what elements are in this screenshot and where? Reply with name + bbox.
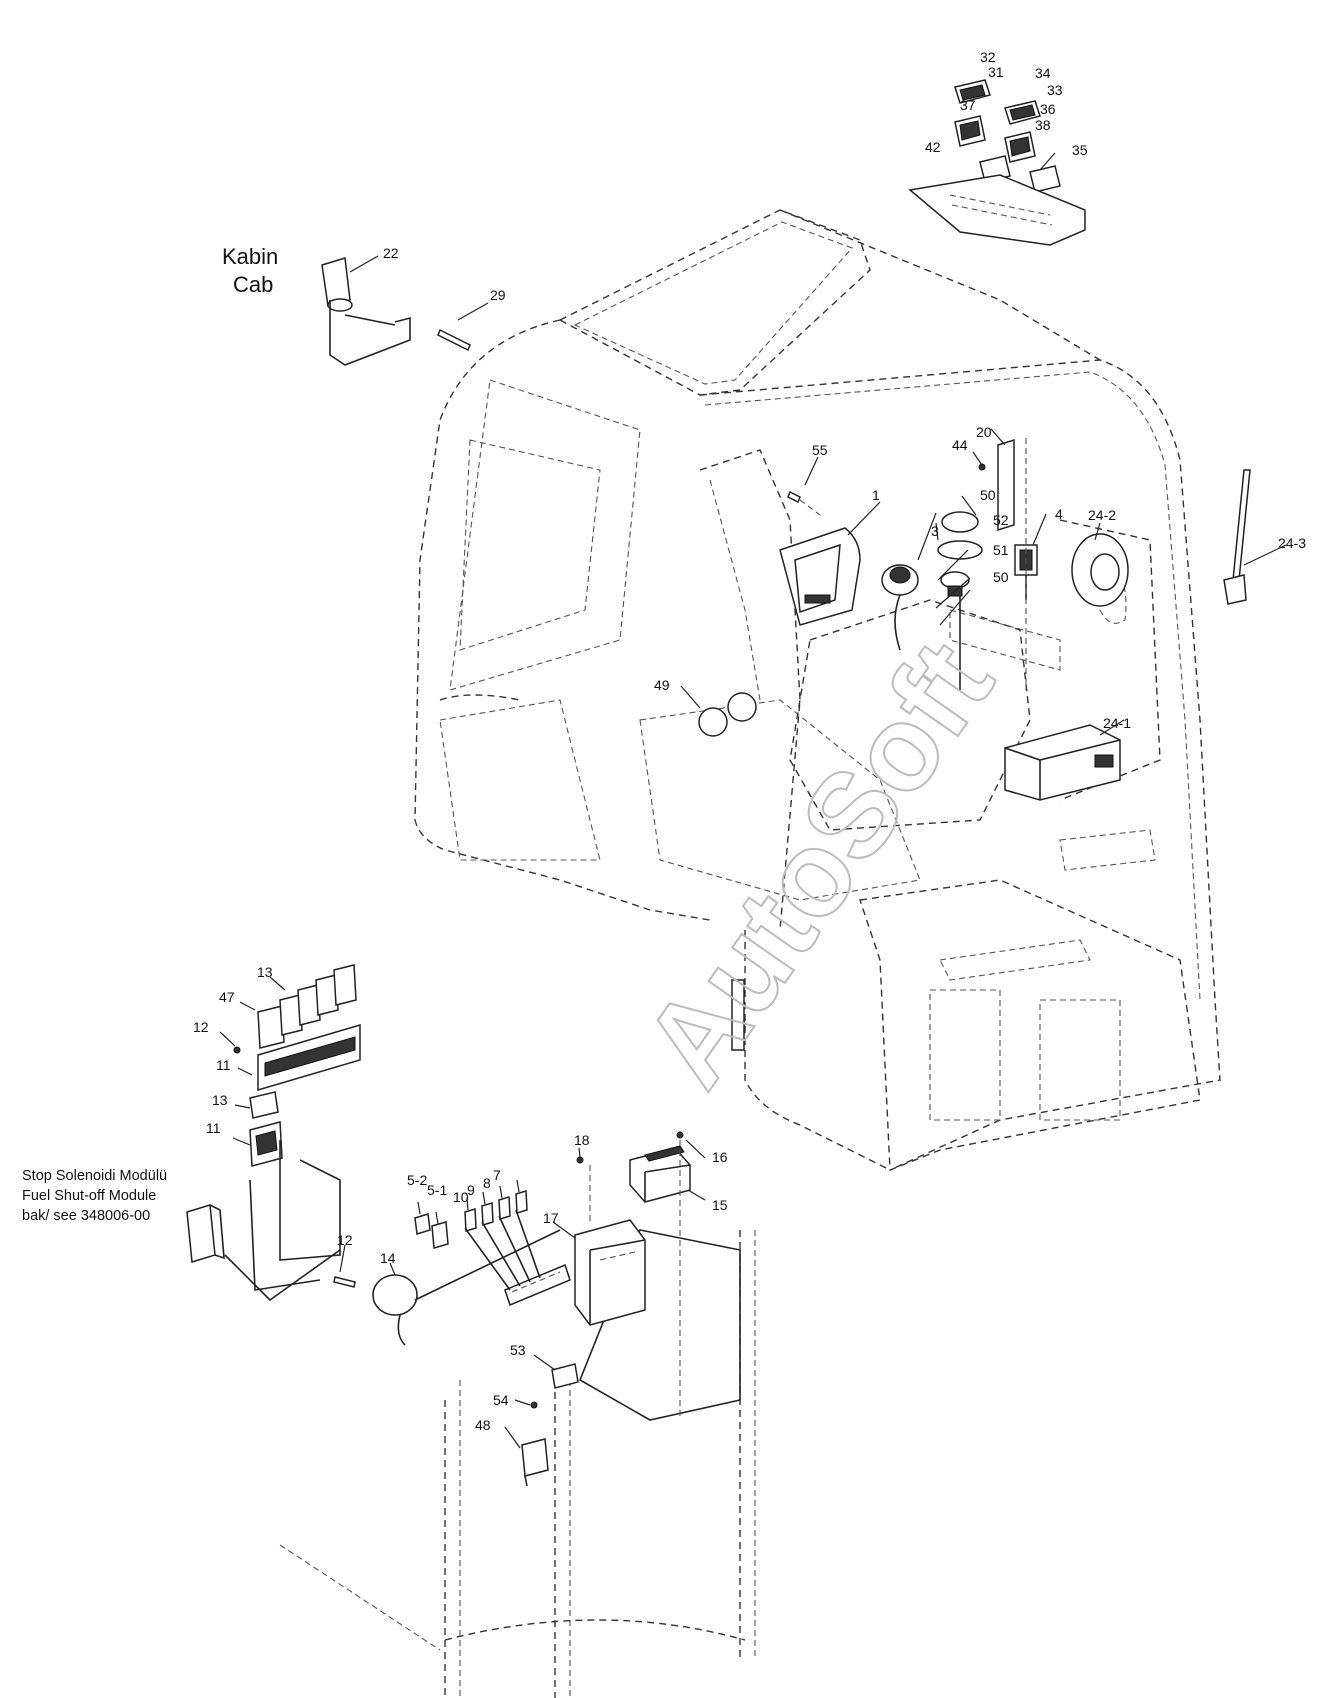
callout: 34 [1035, 65, 1051, 81]
part-18-screw [576, 1156, 591, 1225]
part-20-strip [997, 438, 1027, 690]
callout: 24-2 [1088, 507, 1116, 523]
leader-lines [219, 152, 1287, 1449]
callout: 54 [493, 1392, 509, 1408]
callout: 12 [337, 1232, 353, 1248]
roof-switch-panel [908, 79, 1086, 246]
fuse-set [414, 1190, 571, 1307]
callout: 32 [980, 49, 996, 65]
part-12-screw [333, 1276, 356, 1288]
callout: 49 [654, 677, 670, 693]
cab-label-line2: Cab [233, 272, 273, 297]
callout: 13 [212, 1092, 228, 1108]
callout: 37 [960, 97, 976, 113]
module-note: Stop Solenoidi Modülü Fuel Shut-off Modu… [22, 1168, 167, 1224]
callout: 52 [993, 512, 1009, 528]
watermark: AutoSoft [618, 618, 1018, 1110]
callout: 13 [257, 964, 273, 980]
callout: 16 [712, 1149, 728, 1165]
callout: 10 [453, 1189, 469, 1205]
callout: 29 [490, 287, 506, 303]
callout: 8 [483, 1175, 491, 1191]
callout: 1 [872, 487, 880, 503]
callout-labels: 1 3 4 5-1 5-2 7 8 9 10 11 11 12 12 13 13… [193, 49, 1306, 1433]
callout: 51 [993, 542, 1009, 558]
part-22-cab-light [321, 257, 411, 366]
callout: 12 [193, 1019, 209, 1035]
cab-label-line1: Kabin [222, 244, 278, 269]
callout: 42 [925, 139, 941, 155]
relay-block [224, 964, 361, 1302]
module-note-line1: Stop Solenoidi Modülü [22, 1168, 167, 1184]
callout: 48 [475, 1417, 491, 1433]
callout: 14 [380, 1250, 396, 1266]
part-1-monitor [779, 527, 861, 626]
callout: 47 [219, 989, 235, 1005]
part-15-module [629, 1145, 691, 1203]
callout: 11 [206, 1120, 221, 1136]
part-24-3-antenna [1223, 469, 1251, 605]
part-3-switch [881, 564, 919, 651]
callout: 4 [1055, 506, 1063, 522]
fuel-shutoff-module [186, 1204, 225, 1263]
module-note-line2: Fuel Shut-off Module [22, 1188, 156, 1204]
callout: 24-3 [1278, 535, 1306, 551]
callout: 36 [1040, 101, 1056, 117]
cab-light-label: Kabin Cab [222, 244, 278, 297]
electrical-bracket-frame [279, 1229, 756, 1698]
part-55-screw [787, 490, 821, 516]
callout: 33 [1047, 82, 1063, 98]
part-24-1-radio [1004, 724, 1121, 801]
callout: 50 [980, 487, 996, 503]
part-14-buzzer [372, 1229, 561, 1346]
part-49-lighter [698, 692, 757, 737]
callout: 38 [1035, 117, 1051, 133]
part-24-2-speaker [1071, 533, 1129, 607]
part-29-screw [437, 328, 471, 352]
callout: 18 [574, 1132, 590, 1148]
part-53-connector [551, 1363, 579, 1389]
callout: 7 [493, 1167, 501, 1183]
callout: 20 [976, 424, 992, 440]
module-note-line3: bak/ see 348006-00 [22, 1208, 150, 1224]
callout: 3 [931, 523, 939, 539]
callout: 5-2 [407, 1172, 427, 1188]
callout: 31 [988, 64, 1004, 80]
part-54-screw [530, 1401, 538, 1409]
part-48-flasher [521, 1438, 549, 1487]
callout: 9 [467, 1182, 475, 1198]
callout: 5-1 [427, 1182, 447, 1198]
callout: 44 [952, 437, 968, 453]
callout: 15 [712, 1197, 728, 1213]
cab-body-outline [414, 209, 1221, 1172]
callout: 50 [993, 569, 1009, 585]
part-17-controller [574, 1219, 646, 1326]
callout: 22 [383, 245, 399, 261]
part-16-screw [676, 1131, 684, 1420]
callout: 24-1 [1103, 715, 1131, 731]
callout: 55 [812, 442, 828, 458]
callout: 11 [216, 1057, 231, 1073]
callout: 53 [510, 1342, 526, 1358]
callout: 17 [543, 1210, 559, 1226]
callout: 35 [1072, 142, 1088, 158]
